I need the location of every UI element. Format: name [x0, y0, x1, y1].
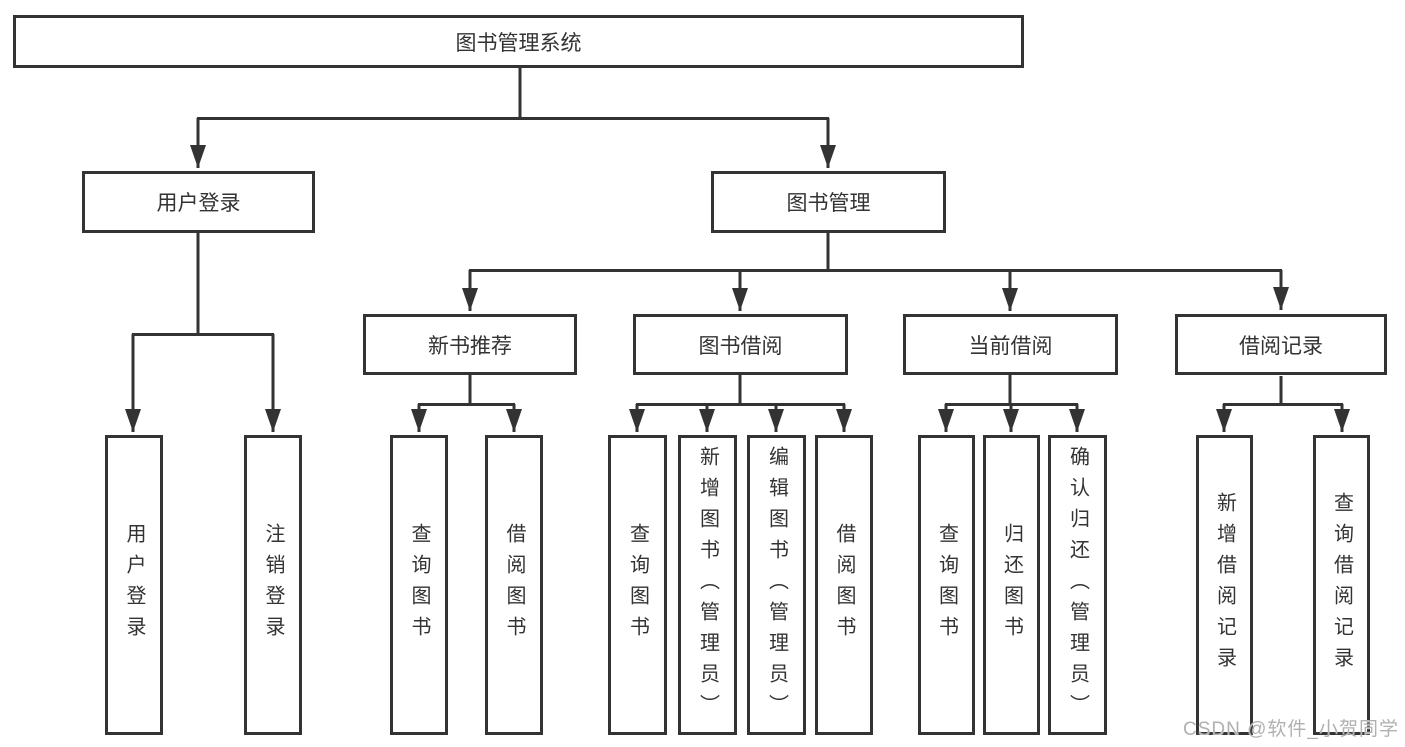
leaf-add-books-admin: 新增图书（管理员） [678, 435, 737, 735]
leaf-confirm-return-admin: 确认归还（管理员） [1048, 435, 1107, 735]
leaf-rec-query-books: 查询图书 [390, 435, 448, 735]
node-book-borrowing: 图书借阅 [633, 314, 848, 375]
leaf-borrow-books: 借阅图书 [815, 435, 873, 735]
watermark-text: CSDN @软件_小贺同学 [1183, 719, 1399, 740]
leaf-add-borrow-record: 新增借阅记录 [1196, 435, 1253, 735]
leaf-user-login: 用户登录 [105, 435, 163, 735]
leaf-return-books: 归还图书 [983, 435, 1040, 735]
node-root: 图书管理系统 [13, 15, 1024, 68]
leaf-logout: 注销登录 [244, 435, 302, 735]
leaf-query-borrow-record: 查询借阅记录 [1313, 435, 1370, 735]
node-book-management: 图书管理 [711, 171, 946, 233]
leaf-borrow-query-books: 查询图书 [608, 435, 667, 735]
node-user-login: 用户登录 [82, 171, 315, 233]
node-borrowing-records: 借阅记录 [1175, 314, 1387, 375]
node-current-borrowing: 当前借阅 [903, 314, 1118, 375]
node-new-book-recommend: 新书推荐 [363, 314, 577, 375]
leaf-edit-books-admin: 编辑图书（管理员） [747, 435, 806, 735]
leaf-current-query-books: 查询图书 [918, 435, 975, 735]
leaf-rec-borrow-books: 借阅图书 [485, 435, 543, 735]
